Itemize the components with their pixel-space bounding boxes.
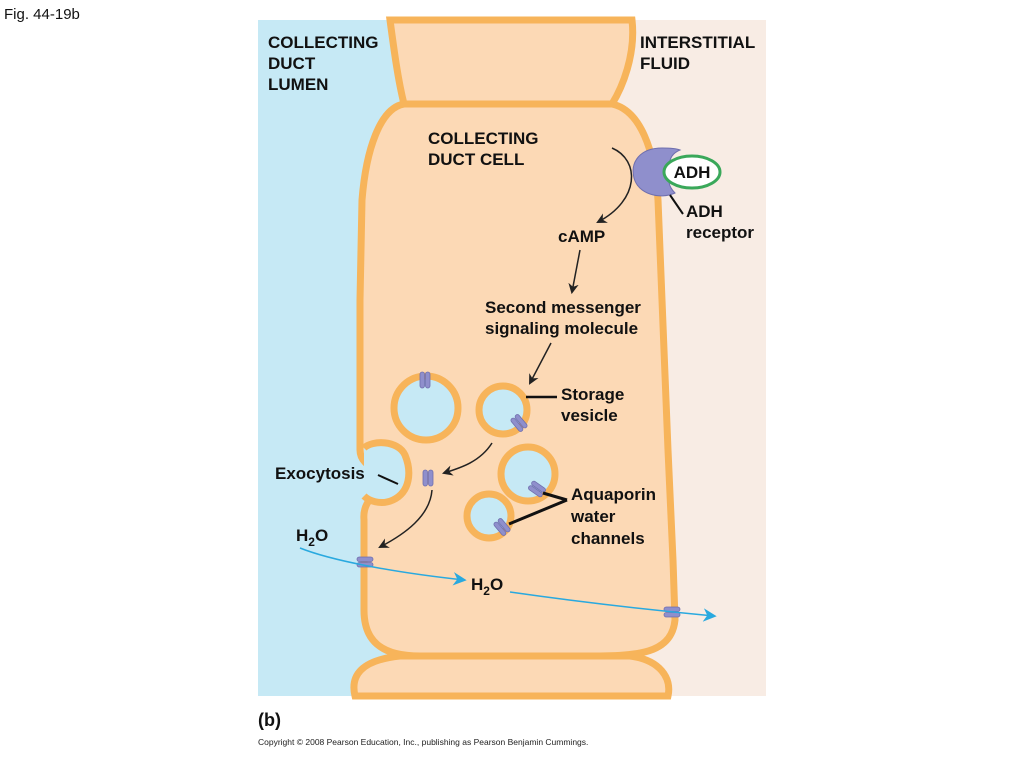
second-messenger-label: Second messenger signaling molecule: [485, 298, 646, 338]
adh-label: ADH: [674, 163, 711, 182]
aquaporin-label: Aquaporin water channels: [570, 485, 661, 548]
exocytosis-label: Exocytosis: [275, 464, 365, 483]
exocytosis-pocket: [361, 439, 413, 506]
lower-neighbor-cell: [350, 652, 673, 700]
camp-label: cAMP: [558, 227, 605, 246]
water-flow-arrow: [509, 591, 717, 622]
adh-receptor-leader: [669, 194, 684, 215]
interstitial-fluid-label: INTERSTITIAL FLUID: [640, 33, 760, 73]
copyright-notice: Copyright © 2008 Pearson Education, Inc.…: [258, 737, 589, 747]
exocytosis-leader: [377, 474, 399, 485]
aquaporin-leader: [508, 498, 568, 526]
adh-receptor-label: ADH receptor: [686, 202, 754, 242]
panel-label: (b): [258, 710, 281, 730]
upper-neighbor-cell: [386, 16, 637, 108]
adh-to-camp-arrow: [596, 147, 633, 223]
aquaporin-leader: [542, 491, 568, 502]
adh-hormone: [662, 154, 722, 190]
lumen-label: COLLECTING DUCT LUMEN: [268, 33, 383, 94]
figure-label: Fig. 44-19b: [4, 6, 80, 23]
exocytosis-to-membrane-arrow: [378, 489, 433, 548]
messenger-to-vesicle-arrow: [529, 342, 552, 385]
camp-to-messenger-arrow: [568, 249, 581, 295]
h2o-lumen-label: H2O: [296, 526, 328, 549]
h2o-cell-label: H2O: [471, 575, 503, 598]
collecting-duct-cell-label: COLLECTING DUCT CELL: [428, 129, 543, 169]
vesicle-to-membrane-arrow: [441, 442, 493, 476]
storage-vesicle-label: Storage vesicle: [561, 385, 629, 425]
water-flow-arrow: [299, 547, 467, 586]
